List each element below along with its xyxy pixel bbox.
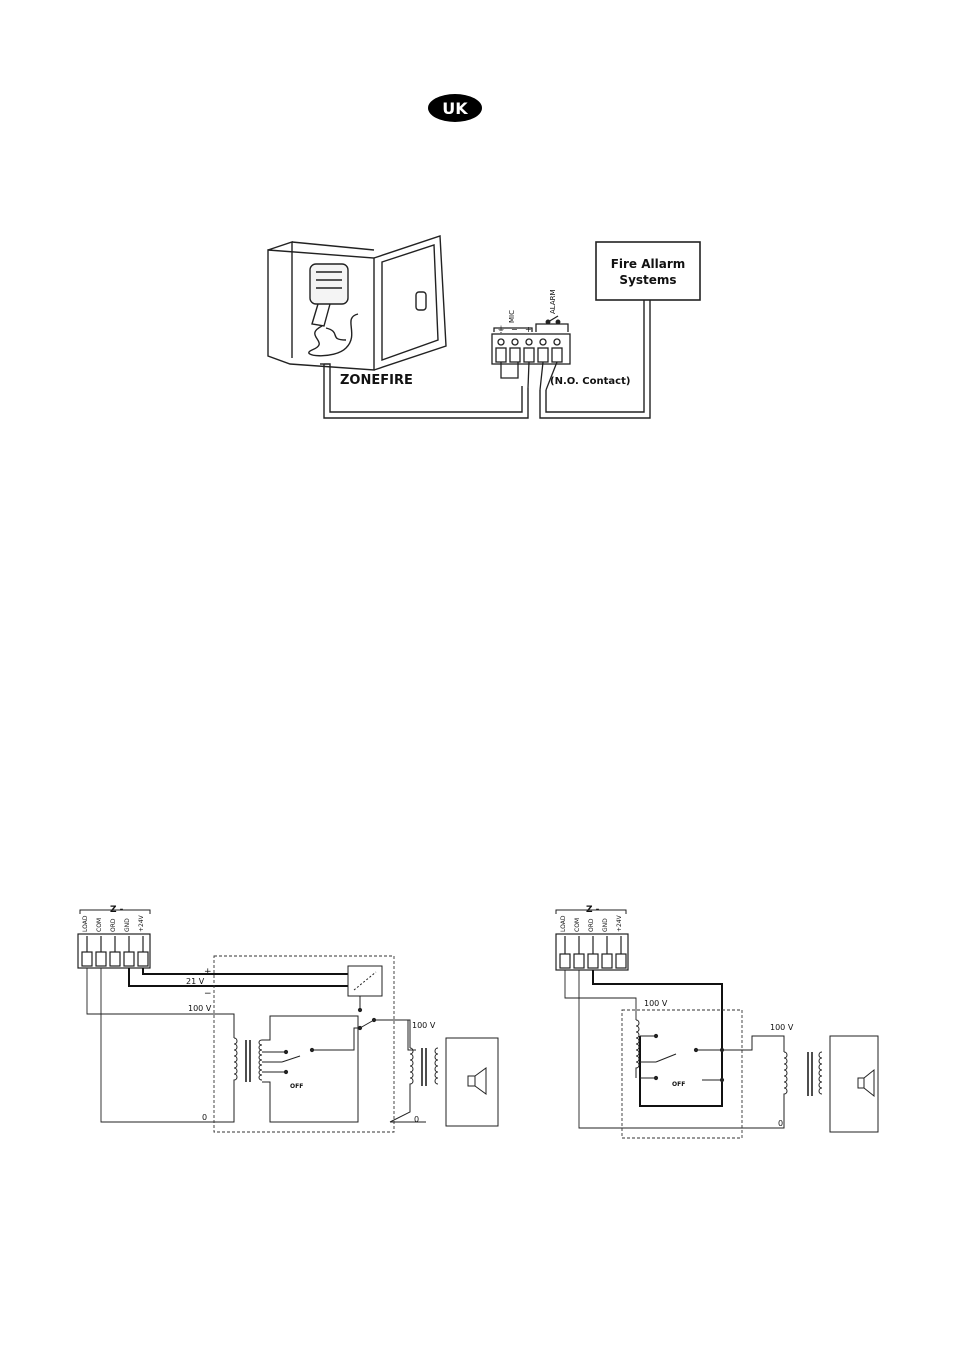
left-terminal-block [77, 933, 151, 969]
terminal-mark-ground: ⏚ [497, 325, 505, 334]
left-terminal-load: LOAD [82, 915, 89, 932]
fire-alarm-system-label-line1: Fire Allarm [611, 257, 686, 271]
left-terminal-ord: ORD [110, 918, 117, 932]
left-attenuator-enclosure [213, 955, 395, 1133]
fire-alarm-system-box [595, 241, 701, 301]
left-minus-mark: − [204, 989, 212, 999]
left-circuit-diagram: Z - LOAD COM ORD GND +24V + − 21 V 100 V… [77, 905, 499, 1133]
right-circuit-diagram: Z - LOAD COM ORD GND +24V 100 V [555, 905, 879, 1139]
right-terminal-gnd: GND [602, 918, 609, 932]
cabinet-label: ZONEFIRE [340, 373, 413, 388]
left-transformer-secondary [389, 1019, 499, 1127]
terminal-block [491, 315, 571, 391]
left-zero-b: 0 [414, 1115, 419, 1124]
terminal-mark-plus: + [525, 325, 532, 334]
left-24v-wire [142, 968, 348, 975]
microphone-icon [308, 263, 359, 357]
left-transformer-primary [216, 1013, 359, 1123]
left-terminal-gnd: GND [124, 918, 131, 932]
left-voltage-100-a: 100 V [188, 1004, 212, 1013]
left-terminal-24v: +24V [138, 914, 145, 932]
left-gnd-wire [128, 968, 348, 987]
contact-label: (N.O. Contact) [550, 376, 630, 387]
door-handle-icon [415, 291, 427, 311]
right-zero: 0 [778, 1119, 783, 1128]
left-voltage-21: 21 V [186, 977, 205, 986]
right-selector-switch [640, 1033, 785, 1083]
right-terminal-ord: ORD [588, 918, 595, 932]
left-voltage-100-b: 100 V [412, 1021, 436, 1030]
right-off-label: OFF [672, 1081, 685, 1088]
terminal-group-mic-label: MIC [508, 310, 516, 323]
right-terminal-com: COM [574, 918, 581, 932]
cabinet-body [267, 249, 375, 371]
right-terminal-load: LOAD [560, 915, 567, 932]
alarm-cable [539, 300, 651, 419]
left-speaker-icon [467, 1067, 487, 1095]
left-off-label: OFF [290, 1083, 303, 1090]
left-plus-mark: + [204, 967, 212, 977]
terminal-group-alarm-label: ALARM [549, 289, 557, 314]
right-speaker-icon [857, 1068, 875, 1098]
right-terminal-24v: +24V [616, 914, 623, 932]
left-zero-a: 0 [202, 1113, 207, 1122]
cabinet-door [373, 235, 447, 371]
right-transformer-primary [635, 1019, 640, 1078]
left-terminal-com: COM [96, 918, 103, 932]
fire-alarm-wiring-diagram: Fire Allarm Systems MIC ALARM ⏚ − + ZONE… [267, 235, 701, 419]
right-terminal-block [555, 933, 629, 971]
right-voltage-100-a: 100 V [644, 999, 668, 1008]
left-selector-switch [262, 996, 416, 1075]
fire-alarm-system-label-line2: Systems [619, 273, 676, 287]
left-relay-box [347, 965, 383, 997]
terminal-mark-minus: − [511, 325, 518, 334]
right-transformer-secondary [782, 1035, 879, 1133]
mic-cable [323, 364, 529, 419]
right-attenuator-enclosure [621, 1009, 743, 1139]
right-voltage-100-b: 100 V [770, 1023, 794, 1032]
uk-badge: UK [428, 94, 482, 122]
right-ord-wire [592, 970, 723, 1107]
uk-badge-label: UK [442, 99, 468, 118]
